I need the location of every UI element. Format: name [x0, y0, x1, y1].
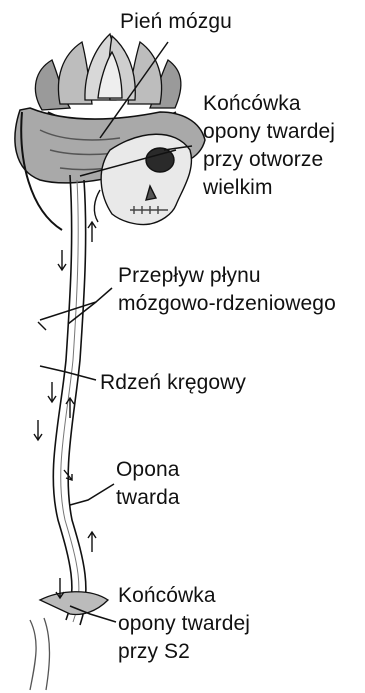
label-spinal-cord: Rdzeń kręgowy	[100, 369, 246, 397]
flow-arrow-icon	[34, 222, 96, 598]
label-csf-flow: Przepływ płynu mózgowo-rdzeniowego	[118, 262, 336, 318]
label-brainstem-line: Pień mózgu	[120, 8, 232, 36]
label-line: wielkim	[203, 174, 335, 202]
label-line: przy otworze	[203, 146, 335, 174]
label-line: Końcówka	[203, 90, 335, 118]
label-line: przy S2	[118, 638, 250, 666]
label-brainstem: Pień mózgu	[120, 8, 232, 36]
label-line: Końcówka	[118, 582, 250, 610]
label-line: opony twardej	[203, 118, 335, 146]
label-dura-mater: Opona twarda	[116, 456, 180, 512]
sacrum-illustration	[30, 592, 108, 690]
label-line: opony twardej	[118, 610, 250, 638]
label-line: Rdzeń kręgowy	[100, 369, 246, 397]
label-dura-end-s2: Końcówka opony twardej przy S2	[118, 582, 250, 666]
label-line: Opona	[116, 456, 180, 484]
label-line: mózgowo-rdzeniowego	[118, 290, 336, 318]
label-line: Przepływ płynu	[118, 262, 336, 290]
label-dura-end-foramen: Końcówka opony twardej przy otworze wiel…	[203, 90, 335, 202]
label-line: twarda	[116, 484, 180, 512]
